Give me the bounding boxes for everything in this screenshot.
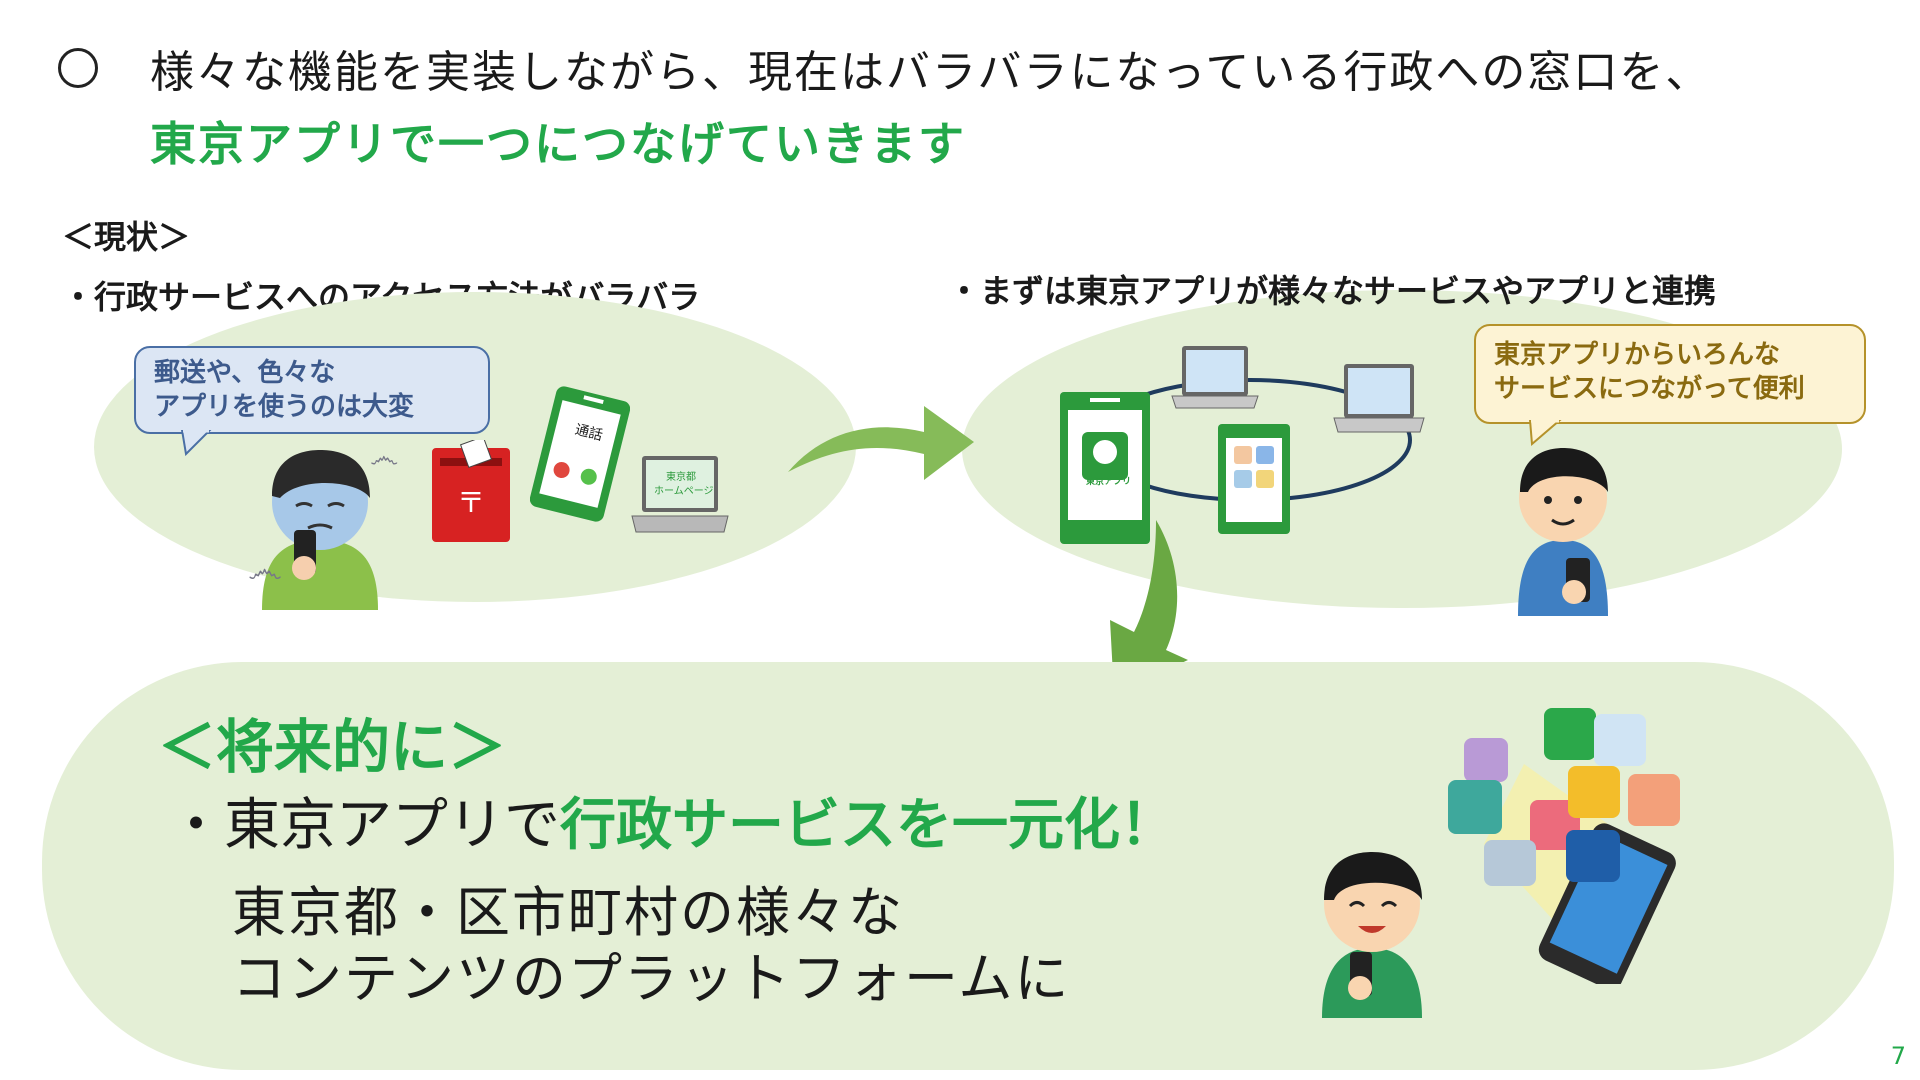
- homepage-laptop-icon: [631, 456, 729, 533]
- swirl-icon: ෴: [248, 550, 283, 591]
- current-speech-bubble: 郵送や、色々な アプリを使うのは大変: [134, 346, 490, 434]
- current-bubble-tail: [180, 430, 212, 456]
- app-network-diagram: [1060, 346, 1425, 544]
- laptop-label-1: 東京都: [666, 472, 696, 483]
- linked-bubble-line-2: サービスにつながって便利: [1494, 374, 1805, 404]
- future-line-3: コンテンツのプラットフォームに: [232, 947, 1071, 1010]
- smiling-boy-illustration: [1322, 852, 1422, 1018]
- tired-person-illustration: [262, 450, 378, 610]
- down-arrow: [1110, 520, 1188, 694]
- header-bullet-circle: [58, 48, 98, 88]
- linked-bubble-tail: [1528, 420, 1562, 446]
- current-bubble-line-2: アプリを使うのは大変: [154, 392, 415, 422]
- call-phone-icon: [530, 386, 630, 522]
- svg-text:〒: 〒: [457, 486, 485, 519]
- header-line-1: 様々な機能を実装しながら、現在はバラバラになっている行政への窓口を、: [150, 47, 1712, 98]
- swirl-icon-2: ෴: [370, 440, 399, 475]
- laptop-label-2: ホームページ: [654, 486, 714, 497]
- happy-person-illustration: [1518, 448, 1608, 616]
- linked-speech-bubble: 東京アプリからいろんな サービスにつながって便利: [1474, 324, 1866, 424]
- future-line-2: 東京都・区市町村の様々な: [232, 881, 904, 944]
- linked-bubble-line-1: 東京アプリからいろんな: [1494, 340, 1781, 370]
- linked-bullet: ・まずは東京アプリが様々なサービスやアプリと連携: [948, 272, 1717, 310]
- tokyo-app-label: 東京アプリ: [1086, 477, 1132, 487]
- page-number: 7: [1890, 1042, 1906, 1070]
- app-icons-cluster: [1448, 708, 1680, 984]
- right-arrow: [788, 406, 974, 480]
- future-line-1-prefix: ・東京アプリで: [168, 793, 560, 858]
- current-section-label: ＜現状＞: [62, 218, 191, 256]
- future-line-1-highlight: 行政サービスを一元化！: [560, 793, 1176, 858]
- current-bubble-line-1: 郵送や、色々な: [154, 358, 336, 388]
- header-line-2: 東京アプリで一つにつなげていきます: [150, 117, 966, 171]
- future-line-1: ・東京アプリで行政サービスを一元化！: [168, 780, 1176, 861]
- future-title: ＜将来的に＞: [158, 713, 507, 781]
- post-box-icon: 〒: [432, 440, 510, 542]
